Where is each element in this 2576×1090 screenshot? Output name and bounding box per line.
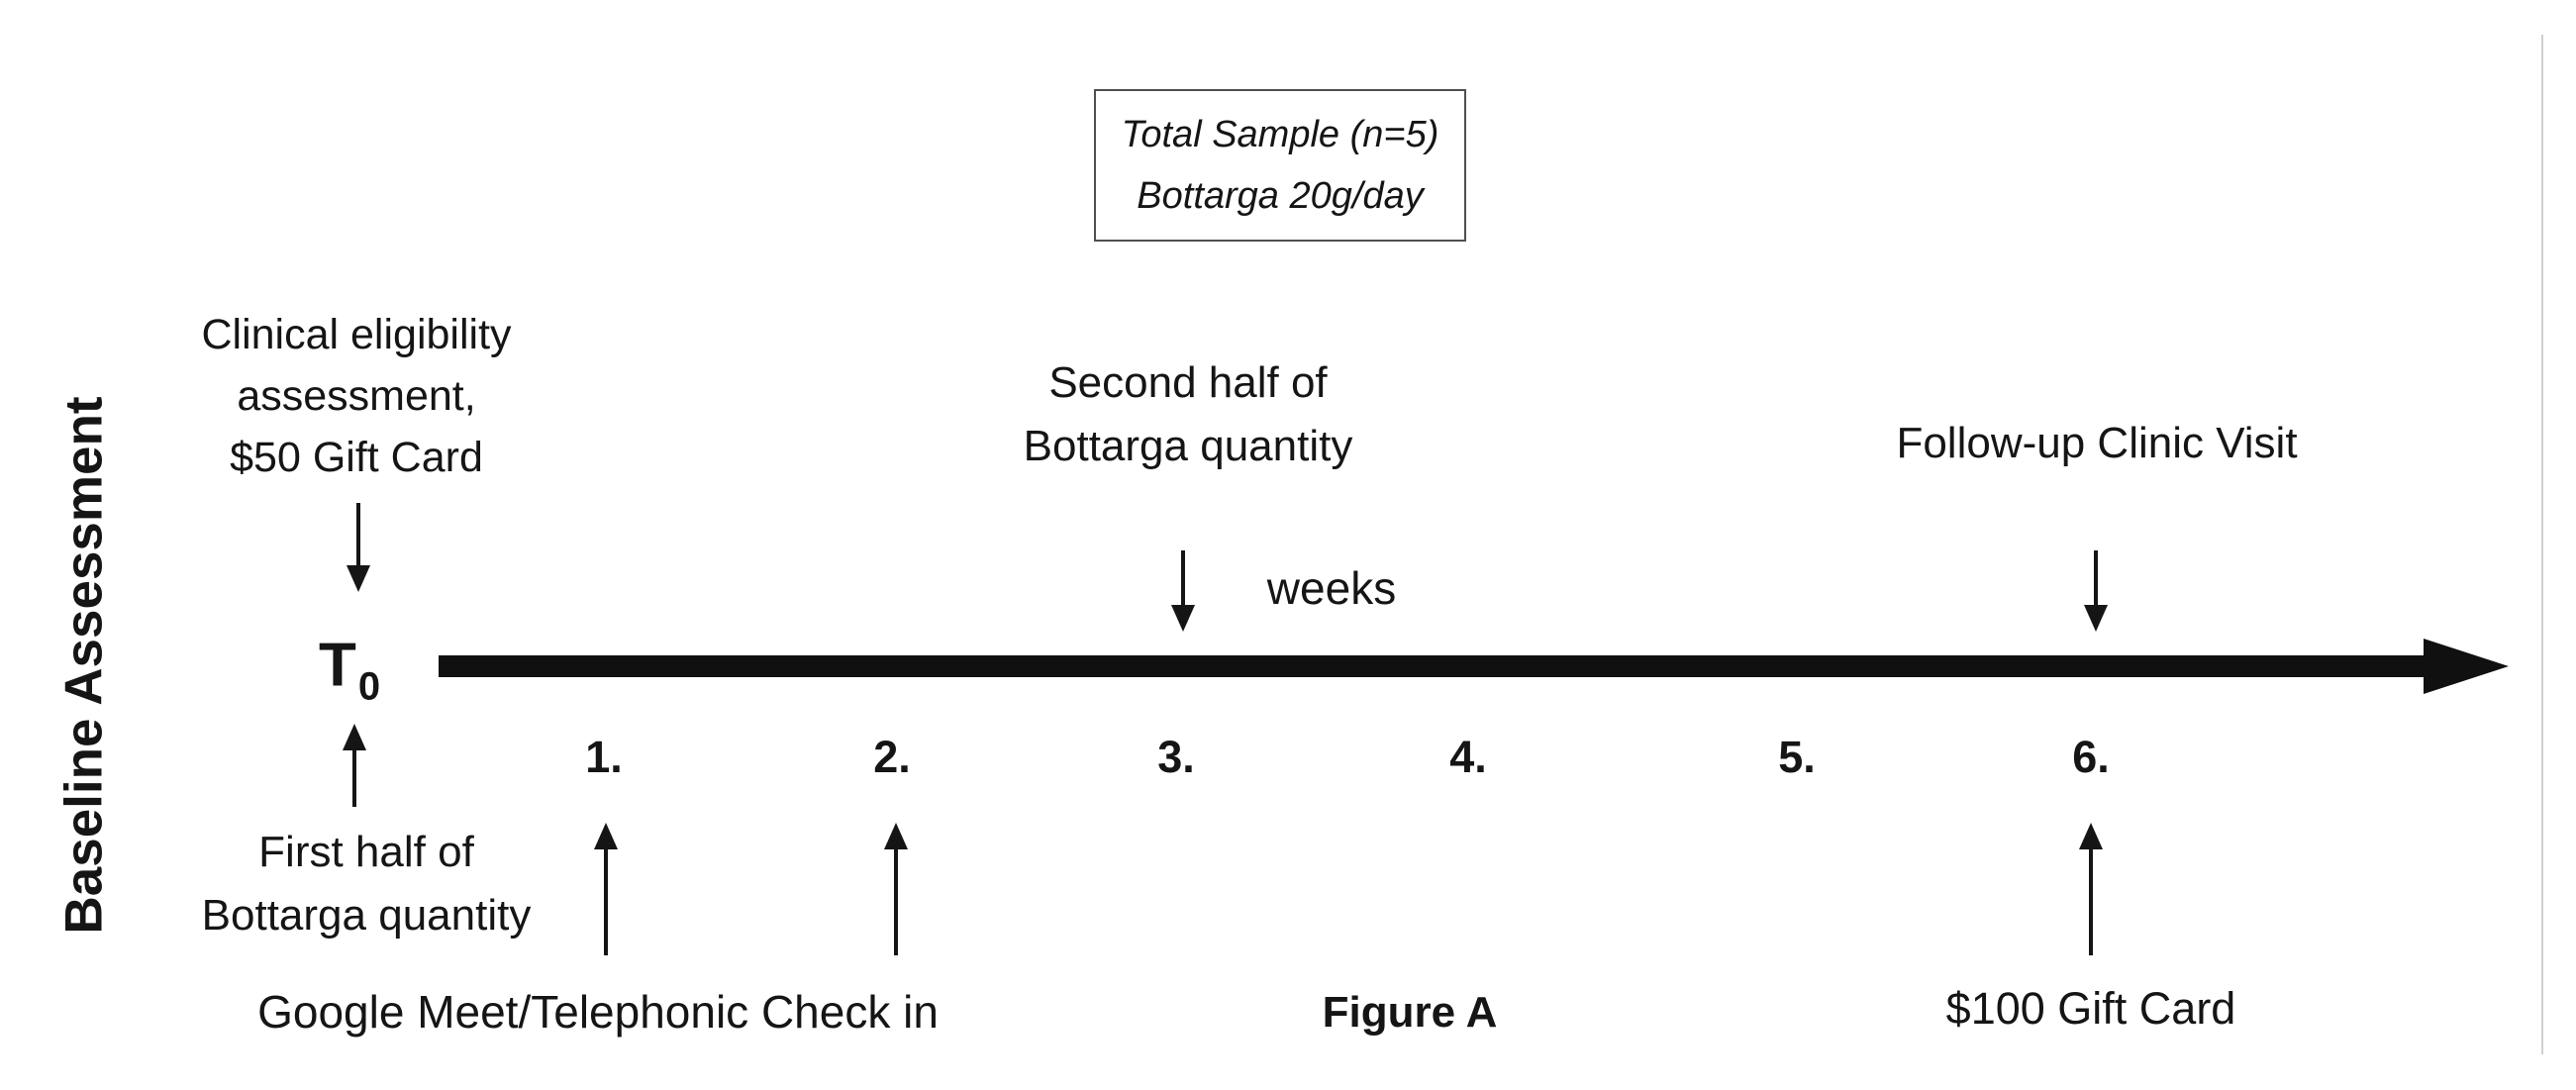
sample-size-box: Total Sample (n=5) Bottarga 20g/day: [1094, 89, 1466, 242]
figure-caption: Figure A: [1322, 988, 1498, 1037]
clinical-eligibility-label: Clinical eligibility assessment, $50 Gif…: [201, 311, 512, 481]
sample-size-text: Total Sample (n=5) Bottarga 20g/day: [1121, 114, 1439, 217]
gift-card-100-label: $100 Gift Card: [1945, 983, 2236, 1034]
week6-down-arrow: [2084, 550, 2108, 632]
week-tick-2: 2.: [873, 732, 911, 782]
page-edge-line: [2541, 35, 2543, 1054]
baseline-assessment-label: Baseline Assessment: [54, 396, 114, 935]
t0-marker: T0: [318, 631, 380, 709]
t0-up-arrow: [343, 724, 366, 807]
week-tick-5: 5.: [1778, 732, 1816, 782]
first-half-label: First half of Bottarga quantity: [201, 828, 532, 940]
week1-up-arrow: [594, 823, 618, 955]
t0-subscript: 0: [357, 664, 381, 709]
timeline-shaft: [439, 655, 2428, 677]
week3-down-arrow: [1171, 550, 1195, 632]
weeks-unit-label: weeks: [1266, 562, 1397, 614]
second-half-label: Second half of Bottarga quantity: [1023, 358, 1353, 470]
week-tick-6: 6.: [2072, 732, 2110, 782]
clinical-down-arrow: [347, 503, 370, 592]
t0-symbol: T: [318, 631, 356, 700]
week-tick-1: 1.: [585, 732, 623, 782]
checkin-label: Google Meet/Telephonic Check in: [257, 986, 939, 1038]
week-tick-3: 3.: [1157, 732, 1195, 782]
week2-up-arrow: [884, 823, 908, 955]
week-tick-4: 4.: [1449, 732, 1487, 782]
followup-clinic-label: Follow-up Clinic Visit: [1896, 419, 2298, 467]
week6-up-arrow: [2079, 823, 2103, 955]
timeline-arrowhead: [2424, 639, 2509, 694]
